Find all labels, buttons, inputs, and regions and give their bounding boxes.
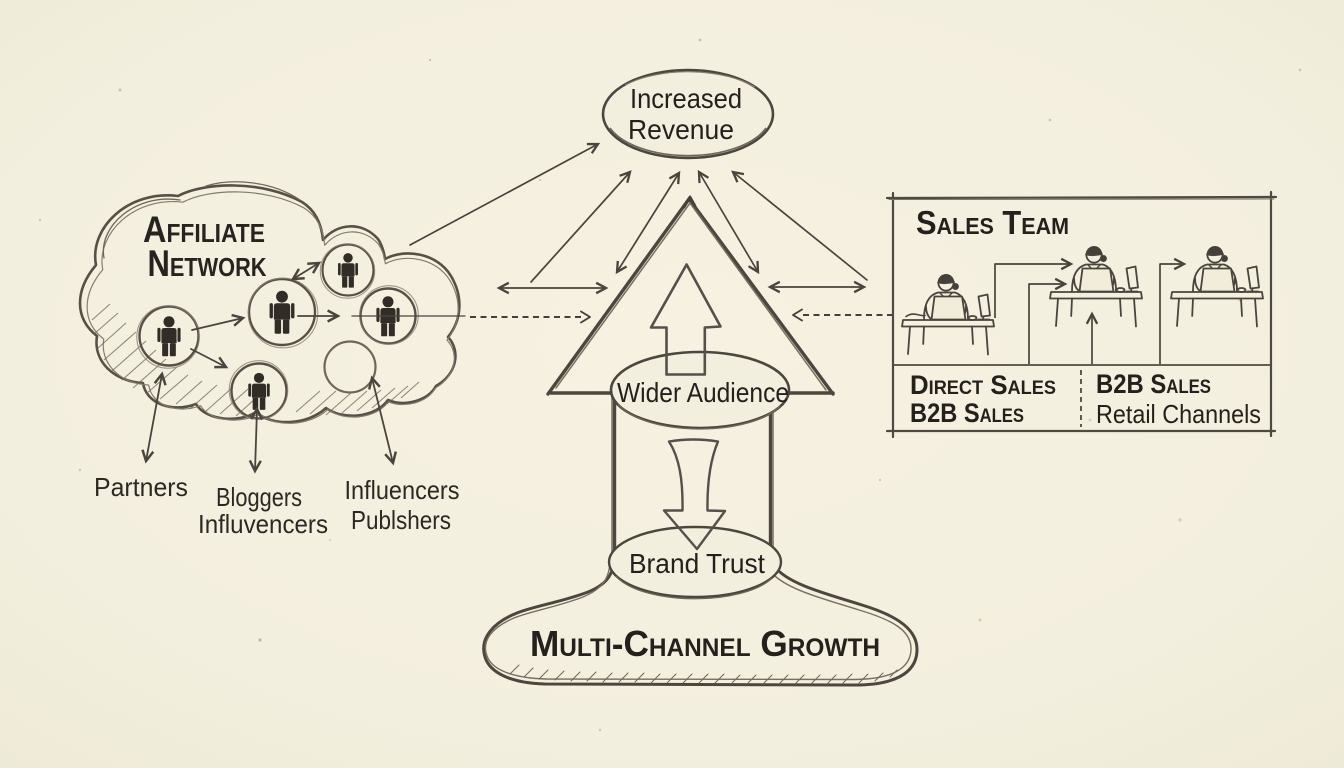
svg-text:Influvencers: Influvencers: [198, 509, 328, 539]
svg-text:Increased: Increased: [630, 83, 742, 114]
svg-text:Multi-Channel Growth: Multi-Channel Growth: [530, 623, 880, 664]
svg-text:Sales Team: Sales Team: [916, 204, 1069, 241]
svg-text:Revenue: Revenue: [628, 114, 734, 145]
svg-text:Publshers: Publshers: [351, 505, 451, 535]
svg-text:Retail Channels: Retail Channels: [1096, 399, 1261, 429]
svg-text:Influencers: Influencers: [345, 475, 460, 505]
svg-text:Network: Network: [148, 243, 267, 284]
svg-text:Bloggers: Bloggers: [216, 482, 302, 512]
svg-text:Direct Sales: Direct Sales: [910, 370, 1056, 400]
svg-text:Affiliate: Affiliate: [143, 209, 265, 250]
svg-text:B2B Sales: B2B Sales: [910, 398, 1024, 428]
svg-text:Brand Trust: Brand Trust: [629, 548, 765, 579]
svg-text:Wider Audience: Wider Audience: [617, 377, 789, 408]
svg-text:B2B Sales: B2B Sales: [1096, 369, 1211, 399]
svg-text:Partners: Partners: [94, 472, 188, 502]
